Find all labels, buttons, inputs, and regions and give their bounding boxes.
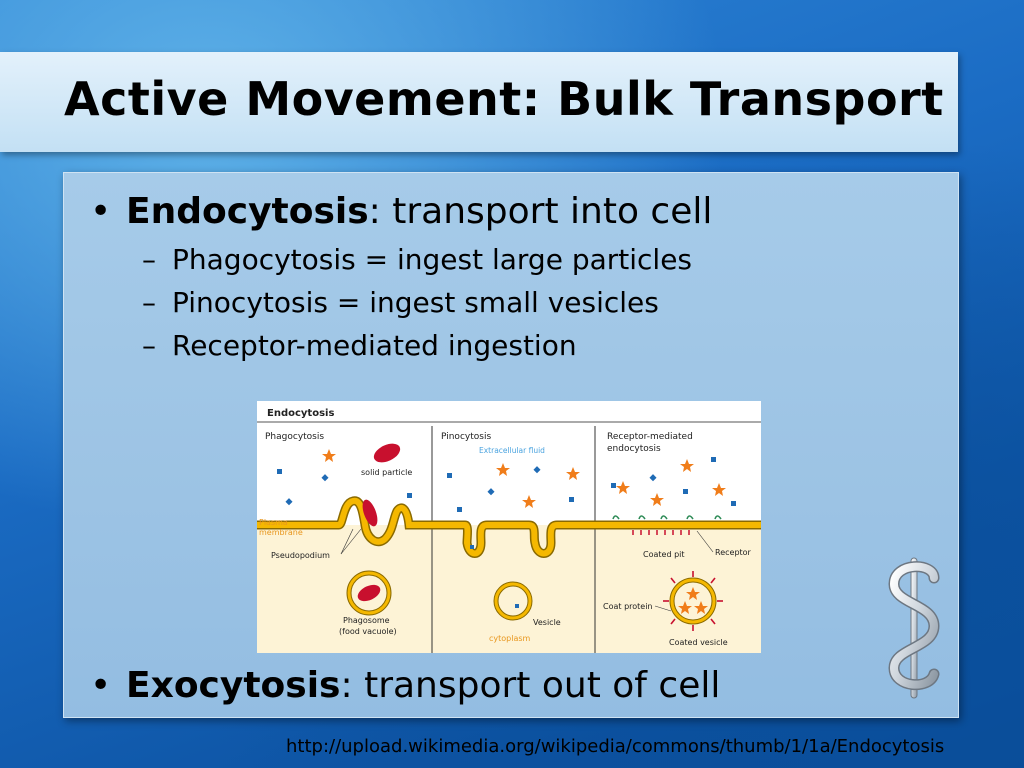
coated-vesicle [663, 571, 723, 631]
label-coated-pit: Coated pit [643, 550, 685, 559]
sub-bullet-text: Phagocytosis = ingest large particles [172, 243, 693, 276]
panel-title-pinocytosis: Pinocytosis [441, 432, 491, 442]
receptor-icon [714, 515, 722, 520]
solute-dot [683, 489, 688, 494]
bullet-text: : transport into cell [368, 191, 713, 232]
bullet-endocytosis: • Endocytosis: transport into cell [90, 191, 712, 232]
sub-bullet-pinocytosis: –Pinocytosis = ingest small vesicles [142, 286, 659, 319]
solute-dot [611, 483, 616, 488]
receptor-icon [638, 515, 646, 520]
label-coated-vesicle: Coated vesicle [669, 638, 728, 647]
solute-dot [457, 507, 462, 512]
dash-glyph: – [142, 329, 156, 362]
solute-star [712, 483, 726, 496]
solute-dot [470, 545, 474, 549]
solute-dot [569, 497, 574, 502]
receptor-icon [686, 515, 694, 520]
bullet-term: Endocytosis [126, 191, 369, 232]
coat-proteins [632, 530, 690, 535]
label-solid-particle: solid particle [361, 468, 412, 477]
solute-dot [649, 474, 657, 482]
panel-title-receptor-2: endocytosis [607, 444, 661, 454]
solute-star [522, 495, 536, 508]
caduceus-icon [880, 556, 948, 706]
label-vesicle: Vesicle [533, 618, 561, 627]
label-cytoplasm: cytoplasm [489, 634, 531, 643]
source-url[interactable]: http://upload.wikimedia.org/wikipedia/co… [286, 736, 945, 757]
label-food-vacuole: (food vacuole) [339, 627, 397, 636]
solute-dot [277, 469, 282, 474]
engulfed-particle [362, 499, 378, 527]
solute-dot [731, 501, 736, 506]
receptor-icon [660, 515, 668, 520]
solute-dot [515, 604, 519, 608]
panel-title-receptor: Receptor-mediated [607, 432, 693, 442]
solute-star [650, 493, 664, 506]
solute-dot [533, 466, 541, 474]
dash-glyph: – [142, 286, 156, 319]
label-phagosome: Phagosome [343, 616, 390, 625]
solute-star [496, 463, 510, 476]
solute-dot [285, 498, 293, 506]
label-pseudopodium: Pseudopodium [271, 551, 330, 560]
sub-bullet-text: Pinocytosis = ingest small vesicles [172, 286, 659, 319]
bullet-glyph: • [90, 665, 112, 706]
solute-dot [321, 474, 329, 482]
solute-star [322, 449, 336, 462]
slide-title: Active Movement: Bulk Transport [64, 72, 944, 126]
bullet-exocytosis: • Exocytosis: transport out of cell [90, 665, 720, 706]
solute-dot [487, 488, 495, 496]
solute-star [680, 459, 694, 472]
sub-bullet-receptor: –Receptor-mediated ingestion [142, 329, 577, 362]
content-panel: •Endocytosis: transport into cell –Phago… [63, 172, 959, 718]
bullet-glyph: • [90, 191, 112, 232]
solute-dot [711, 457, 716, 462]
endocytosis-diagram: Endocytosis Phagocytosis Pinocytosis Rec… [252, 401, 766, 653]
bullet-term: Exocytosis [126, 665, 341, 706]
panel-title-phagocytosis: Phagocytosis [265, 432, 324, 442]
solid-particle [373, 443, 401, 463]
receptor-icon [612, 515, 620, 520]
phagosome-particle [357, 584, 381, 602]
vesicle [494, 582, 532, 620]
label-coat-protein: Coat protein [603, 602, 653, 611]
plasma-membrane [254, 497, 764, 557]
solute-dot [447, 473, 452, 478]
solute-star [566, 467, 580, 480]
label-extracellular-fluid: Extracellular fluid [479, 446, 545, 455]
figure-title: Endocytosis [267, 408, 334, 419]
label-membrane: membrane [259, 528, 303, 537]
dash-glyph: – [142, 243, 156, 276]
sub-bullet-phagocytosis: –Phagocytosis = ingest large particles [142, 243, 692, 276]
solute-dot [407, 493, 412, 498]
title-bar: Active Movement: Bulk Transport [0, 52, 958, 152]
sub-bullet-text: Receptor-mediated ingestion [172, 329, 577, 362]
solute-star [616, 481, 630, 494]
bullet-text: : transport out of cell [340, 665, 721, 706]
label-receptor: Receptor [715, 548, 752, 557]
label-plasma: Plasma [259, 518, 288, 527]
